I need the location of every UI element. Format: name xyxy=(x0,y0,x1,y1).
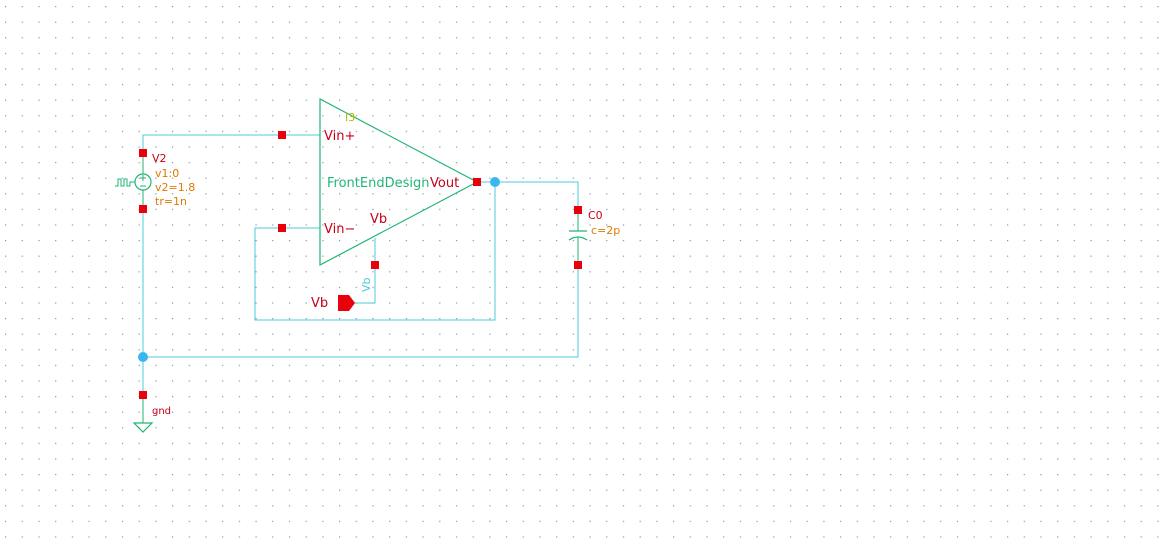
terminal-cap-top[interactable] xyxy=(574,206,582,214)
junction-gnd[interactable] xyxy=(138,352,148,362)
instance-name: I3 xyxy=(345,111,355,124)
net-label-vb: Vb xyxy=(360,277,373,292)
terminal-gnd[interactable] xyxy=(139,391,147,399)
terminal-cap-bottom[interactable] xyxy=(574,261,582,269)
wire-vb-pin[interactable] xyxy=(353,265,376,304)
junctions xyxy=(138,177,500,362)
ground-label: gnd xyxy=(152,406,171,417)
pin-label-vb: Vb xyxy=(370,212,387,227)
pin-label-vin-minus: Vin− xyxy=(324,222,355,237)
wire-feedback[interactable] xyxy=(254,182,496,321)
opamp-triangle xyxy=(319,98,479,266)
wire-vin-plus[interactable] xyxy=(142,134,320,153)
cap-value: c=2p xyxy=(591,224,620,237)
source-param-v2: v2=1.8 xyxy=(155,181,195,194)
terminal-vin-minus[interactable] xyxy=(278,224,286,232)
capacitor-c0[interactable]: C0 c=2p xyxy=(568,209,620,263)
cell-name-label: FrontEndDesign xyxy=(327,176,429,191)
terminal-vout[interactable] xyxy=(473,178,481,186)
wires xyxy=(142,134,579,395)
terminal-source-top[interactable] xyxy=(139,149,147,157)
terminal-vb[interactable] xyxy=(371,261,379,269)
source-name: V2 xyxy=(152,152,167,165)
pin-label-vin-plus: Vin+ xyxy=(324,129,355,144)
pin-terminals xyxy=(139,131,582,399)
wire-gnd-bus[interactable] xyxy=(143,265,579,358)
cap-name: C0 xyxy=(588,209,603,222)
pin-label-vout: Vout xyxy=(430,176,459,191)
pin-name: Vb xyxy=(311,296,328,311)
ground-symbol[interactable]: gnd xyxy=(132,397,171,433)
terminal-vin-plus[interactable] xyxy=(278,131,286,139)
junction-vout[interactable] xyxy=(490,177,500,187)
source-param-v1: v1:0 xyxy=(155,167,179,180)
ground-icon xyxy=(132,422,154,433)
terminal-source-bottom[interactable] xyxy=(139,205,147,213)
wire-vout-to-cap[interactable] xyxy=(477,181,579,210)
vb-input-pin[interactable]: Vb Vb xyxy=(311,277,373,311)
pin-shape-icon xyxy=(338,295,355,311)
pulse-waveform-icon xyxy=(115,178,135,187)
amplifier-symbol[interactable]: I3 Vin+ FrontEndDesign Vout Vb Vin− xyxy=(319,98,479,266)
source-param-tr: tr=1n xyxy=(155,195,187,208)
